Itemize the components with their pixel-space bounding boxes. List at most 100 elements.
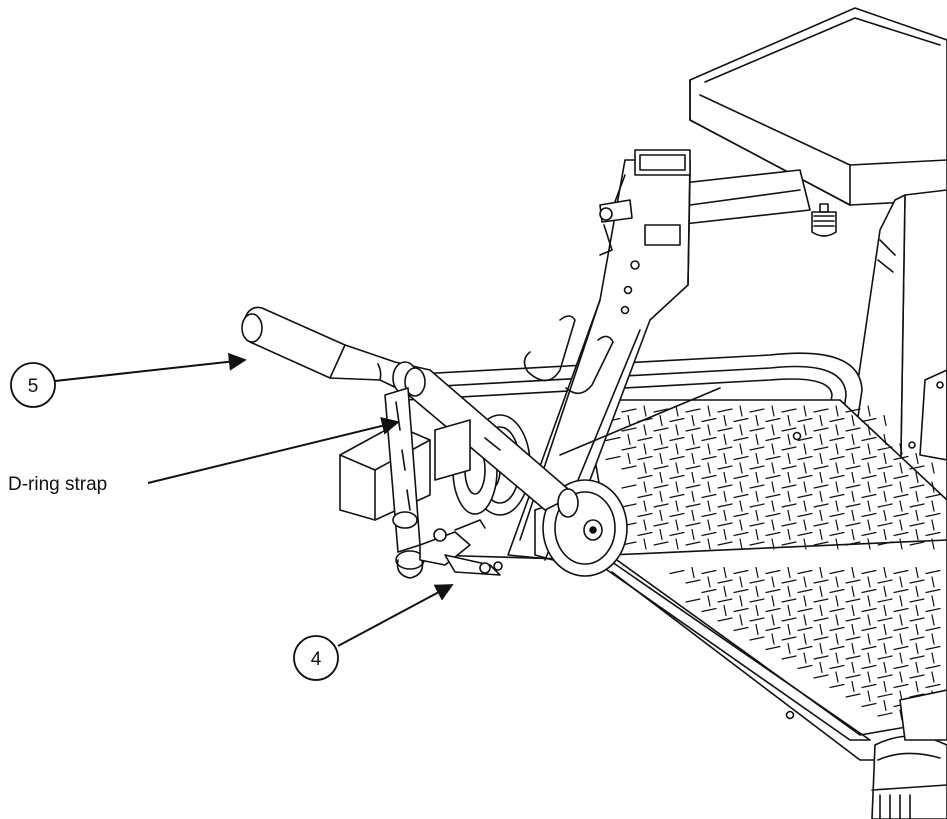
plate-texture-dash: [925, 607, 941, 613]
plate-texture-dash: [749, 408, 765, 413]
plate-texture-dash: [797, 626, 813, 632]
plate-texture-dash: [781, 503, 797, 508]
plate-texture-dash: [829, 455, 845, 461]
plate-texture-tick: [803, 652, 807, 664]
plate-texture-dash: [813, 579, 829, 584]
plate-texture-tick: [787, 414, 791, 427]
plate-texture-tick: [931, 481, 935, 493]
plate-texture-dash: [669, 436, 685, 442]
plate-texture-tick: [835, 519, 839, 531]
plate-texture-dash: [909, 655, 925, 660]
plate-texture-dash: [909, 617, 925, 622]
plate-texture-dash: [717, 465, 733, 470]
plate-texture-tick: [835, 405, 839, 417]
plate-texture-dash: [717, 617, 733, 622]
plate-texture-tick: [723, 414, 727, 427]
plate-texture-dash: [893, 569, 909, 575]
plate-texture-dash: [829, 417, 845, 423]
plate-texture-tick: [707, 443, 711, 455]
plate-texture-dash: [877, 655, 893, 660]
plate-texture-dash: [797, 664, 813, 670]
plate-texture-dash: [733, 417, 749, 423]
plate-texture-tick: [803, 500, 807, 512]
plate-texture-dash: [621, 427, 637, 432]
plate-texture-dash: [813, 446, 829, 451]
plate-texture-tick: [787, 604, 791, 617]
plate-texture-tick: [739, 481, 743, 493]
plate-texture-tick: [691, 528, 695, 541]
plate-texture-tick: [659, 490, 663, 503]
plate-texture-dash: [781, 408, 797, 413]
plate-texture-dash: [765, 607, 781, 613]
plate-texture-dash: [829, 436, 845, 442]
plate-texture-tick: [771, 424, 775, 436]
plate-texture-tick: [867, 595, 871, 607]
plate-texture-tick: [643, 500, 647, 512]
plate-texture-tick: [883, 528, 887, 541]
plate-texture-tick: [899, 576, 903, 588]
plate-texture-tick: [883, 414, 887, 427]
plate-texture-tick: [803, 576, 807, 588]
plate-texture-tick: [787, 490, 791, 503]
plate-texture-dash: [701, 455, 717, 461]
plate-texture-dash: [685, 427, 701, 432]
plate-texture-tick: [787, 528, 791, 541]
plate-texture-tick: [707, 576, 711, 588]
plate-texture-dash: [829, 683, 845, 689]
plate-texture-tick: [627, 452, 631, 465]
plate-texture-tick: [691, 471, 695, 484]
plate-texture-dash: [797, 512, 813, 518]
plate-texture-tick: [915, 585, 919, 598]
plate-texture-tick: [723, 471, 727, 484]
plate-texture-tick: [915, 452, 919, 465]
plate-texture-dash: [861, 493, 877, 499]
plate-texture-dash: [765, 455, 781, 461]
plate-texture-tick: [867, 462, 871, 474]
plate-texture-dash: [765, 588, 781, 594]
plate-texture-tick: [659, 471, 663, 484]
plate-texture-tick: [803, 443, 807, 455]
plate-texture-dash: [781, 522, 797, 527]
plate-texture-tick: [835, 481, 839, 493]
plate-texture-dash: [621, 465, 637, 470]
callout-4-circle: [293, 635, 339, 681]
plate-texture-tick: [803, 462, 807, 474]
plate-texture-tick: [739, 519, 743, 531]
plate-texture-tick: [867, 690, 871, 702]
plate-texture-tick: [803, 481, 807, 493]
plate-texture-tick: [643, 519, 647, 531]
plate-texture-dash: [845, 465, 861, 470]
seat-knob: [811, 203, 837, 237]
plate-texture-dash: [653, 465, 669, 470]
plate-texture-dash: [877, 636, 893, 641]
plate-texture-dash: [781, 617, 797, 622]
plate-texture-dash: [653, 446, 669, 451]
plate-texture-tick: [835, 576, 839, 588]
plate-texture-dash: [605, 436, 621, 442]
plate-texture-dash: [765, 531, 781, 537]
callout-4-number: 4: [311, 649, 322, 670]
plate-texture-tick: [739, 538, 743, 550]
plate-texture-dash: [621, 446, 637, 451]
plate-texture-tick: [691, 452, 695, 465]
plate-texture-tick: [835, 652, 839, 664]
plate-texture-tick: [915, 604, 919, 617]
plate-texture-dash: [797, 493, 813, 499]
plate-texture-dash: [925, 645, 941, 651]
plate-texture-dash: [829, 474, 845, 480]
plate-texture-tick: [803, 595, 807, 607]
plate-texture-dash: [877, 712, 893, 717]
plate-texture-tick: [707, 500, 711, 512]
plate-texture-dash: [669, 455, 685, 461]
plate-texture-dash: [621, 484, 637, 489]
plate-texture-dash: [829, 626, 845, 632]
seat-pad: [689, 7, 947, 206]
plate-texture-dash: [861, 417, 877, 423]
plate-texture-dash: [813, 503, 829, 508]
plate-texture-dash: [733, 436, 749, 442]
plate-texture-dash: [829, 645, 845, 651]
plate-texture-tick: [851, 642, 855, 655]
plate-texture-tick: [915, 661, 919, 674]
plate-texture-tick: [675, 424, 679, 436]
plate-texture-dash: [765, 645, 781, 651]
